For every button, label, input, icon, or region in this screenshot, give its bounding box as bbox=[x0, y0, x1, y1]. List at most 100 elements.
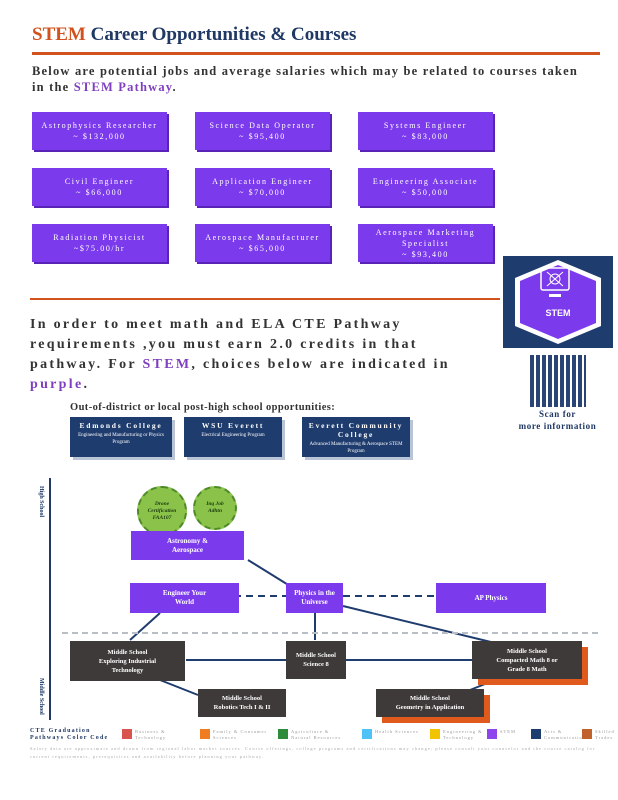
college-detail: Engineering and Manufacturing or Physics… bbox=[78, 433, 164, 445]
course-ap-physics-label: AP Physics bbox=[474, 593, 508, 602]
job-salary: ~ $93,400 bbox=[402, 249, 449, 259]
job-salary: ~ $50,000 bbox=[402, 188, 449, 197]
college-card: WSU Everett Electrical Engineering Progr… bbox=[184, 417, 282, 457]
certification-seal: Drone Certification FAA107 bbox=[137, 486, 187, 536]
ms-title: Middle School bbox=[222, 695, 262, 702]
college-detail: Advanced Manufacturing & Aerospace STEM … bbox=[309, 442, 403, 454]
job-salary: ~ $66,000 bbox=[76, 188, 123, 197]
requirements-text-lead: In order to meet math and ELA CTE Pathwa… bbox=[30, 317, 418, 372]
legend-label: Health Sciences bbox=[375, 729, 419, 734]
connector-line bbox=[342, 605, 496, 644]
legend-swatch bbox=[362, 729, 372, 739]
job-card: Systems Engineer ~ $83,000 bbox=[358, 112, 493, 150]
college-name: WSU Everett bbox=[201, 421, 265, 430]
stem-hexagon-icon: STEM bbox=[515, 260, 601, 344]
ms-math-8: Middle School Compacted Math 8 or Grade … bbox=[472, 641, 582, 679]
requirements-text-mid: , choices below are indicated in bbox=[191, 357, 450, 372]
job-card: Application Engineer ~ $70,000 bbox=[195, 168, 330, 206]
ms-title: Middle School bbox=[507, 647, 547, 655]
job-salary: ~$75.00/hr bbox=[73, 244, 126, 253]
ms-title: Middle School bbox=[107, 648, 148, 656]
job-card: Civil Engineer ~ $66,000 bbox=[32, 168, 167, 206]
legend-label: Arts & Communication bbox=[544, 729, 586, 740]
college-name: Edmonds College bbox=[79, 421, 163, 430]
badge-label: STEM bbox=[545, 308, 570, 318]
job-title: Aerospace Manufacturer bbox=[205, 233, 320, 242]
course-physics-label: Physics in the Universe bbox=[294, 589, 335, 606]
legend-swatch bbox=[531, 729, 541, 739]
job-salary: ~ $70,000 bbox=[239, 188, 286, 197]
intro-text-end: . bbox=[172, 80, 177, 94]
title-rule bbox=[32, 52, 600, 55]
legend-swatch bbox=[278, 729, 288, 739]
high-school-label: High School bbox=[38, 486, 44, 518]
requirements-text: In order to meet math and ELA CTE Pathwa… bbox=[30, 315, 460, 395]
ms-course: Science 8 bbox=[303, 661, 329, 668]
legend-title-line-2: Pathways Color Code bbox=[30, 735, 109, 741]
post-high-school-label: Out-of-district or local post-high schoo… bbox=[70, 402, 336, 413]
job-card: Science Data Operator ~ $95,400 bbox=[195, 112, 330, 150]
middle-school-label: Middle School bbox=[38, 678, 44, 715]
job-title: Application Engineer bbox=[212, 177, 313, 186]
ms-course: Exploring Industrial Technology bbox=[98, 657, 157, 674]
ms-course: Robotics Tech I & II bbox=[213, 704, 271, 711]
requirements-color-word: purple bbox=[30, 377, 84, 392]
requirements-text-end: . bbox=[83, 377, 90, 392]
job-title: Astrophysics Researcher bbox=[41, 121, 158, 130]
course-ap-physics: AP Physics bbox=[436, 583, 546, 613]
college-card: Everett Community College Advanced Manuf… bbox=[302, 417, 410, 457]
job-card: Engineering Associate ~ $50,000 bbox=[358, 168, 493, 206]
ms-robotics-tech: Middle School Robotics Tech I & II bbox=[198, 689, 286, 717]
legend-swatch bbox=[430, 729, 440, 739]
ms-title: Middle School bbox=[410, 695, 450, 702]
title-rest: Career Opportunities & Courses bbox=[90, 24, 357, 45]
legend-title-line-1: CTE Graduation bbox=[30, 728, 91, 734]
legend-label: Engineering & Technology bbox=[443, 729, 483, 740]
college-name: Everett Community College bbox=[308, 421, 404, 439]
legend-swatch bbox=[122, 729, 132, 739]
legend-swatch bbox=[200, 729, 210, 739]
job-title: Radiation Physicist bbox=[53, 233, 146, 242]
job-card: Astrophysics Researcher ~ $132,000 bbox=[32, 112, 167, 150]
ms-industrial-technology: Middle School Exploring Industrial Techn… bbox=[70, 641, 185, 681]
ms-course: Compacted Math 8 or Grade 8 Math bbox=[496, 656, 558, 673]
job-card: Radiation Physicist ~$75.00/hr bbox=[32, 224, 167, 262]
intro-text: Below are potential jobs and average sal… bbox=[32, 63, 592, 95]
requirements-pathway: STEM bbox=[142, 357, 192, 372]
job-salary: ~ $95,400 bbox=[239, 132, 286, 141]
course-engineer-label: Engineer Your World bbox=[162, 589, 207, 606]
legend-swatch bbox=[582, 729, 592, 739]
course-physics-universe: Physics in the Universe bbox=[286, 583, 343, 613]
course-astronomy-label: Astronomy & Aerospace bbox=[167, 536, 208, 554]
job-title: Science Data Operator bbox=[209, 121, 316, 130]
ms-geometry-application: Middle School Geometry in Application bbox=[376, 689, 484, 717]
stem-badge: STEM bbox=[503, 256, 613, 348]
legend-title: CTE Graduation Pathways Color Code bbox=[30, 728, 108, 742]
section-rule bbox=[30, 298, 500, 300]
certification-seal: Inq Job Adhtn bbox=[193, 486, 237, 530]
job-salary: ~ $132,000 bbox=[73, 132, 126, 141]
intro-text-lead: Below are potential jobs and average sal… bbox=[32, 64, 578, 94]
job-card: Aerospace Marketing Specialist ~ $93,400 bbox=[358, 224, 493, 262]
job-title: Engineering Associate bbox=[372, 177, 479, 186]
legend-label: Skilled Trades bbox=[595, 729, 615, 740]
scan-line-1: Scan for bbox=[538, 409, 577, 419]
legend-swatch bbox=[487, 729, 497, 739]
qr-code[interactable] bbox=[530, 355, 586, 407]
legend-label: Family & Consumer Sciences bbox=[213, 729, 267, 740]
connector-line bbox=[159, 679, 199, 696]
course-astronomy: Astronomy & Aerospace bbox=[131, 531, 244, 560]
job-card: Aerospace Manufacturer ~ $65,000 bbox=[195, 224, 330, 262]
ms-course: Geometry in Application bbox=[395, 704, 465, 711]
job-title: Systems Engineer bbox=[383, 121, 468, 130]
scan-caption: Scan for more information bbox=[505, 408, 610, 432]
certification-text: Inq Job Adhtn bbox=[206, 501, 224, 514]
page-title: STEM Career Opportunities & Courses bbox=[32, 24, 356, 46]
job-title: Civil Engineer bbox=[64, 177, 135, 186]
legend-label: STEM bbox=[500, 729, 517, 734]
connector-line bbox=[129, 612, 161, 641]
certification-text: Drone Certification FAA107 bbox=[147, 500, 177, 521]
course-engineer-your-world: Engineer Your World bbox=[130, 583, 239, 613]
job-title: Aerospace Marketing Specialist bbox=[375, 227, 476, 248]
connector-line bbox=[247, 559, 291, 587]
